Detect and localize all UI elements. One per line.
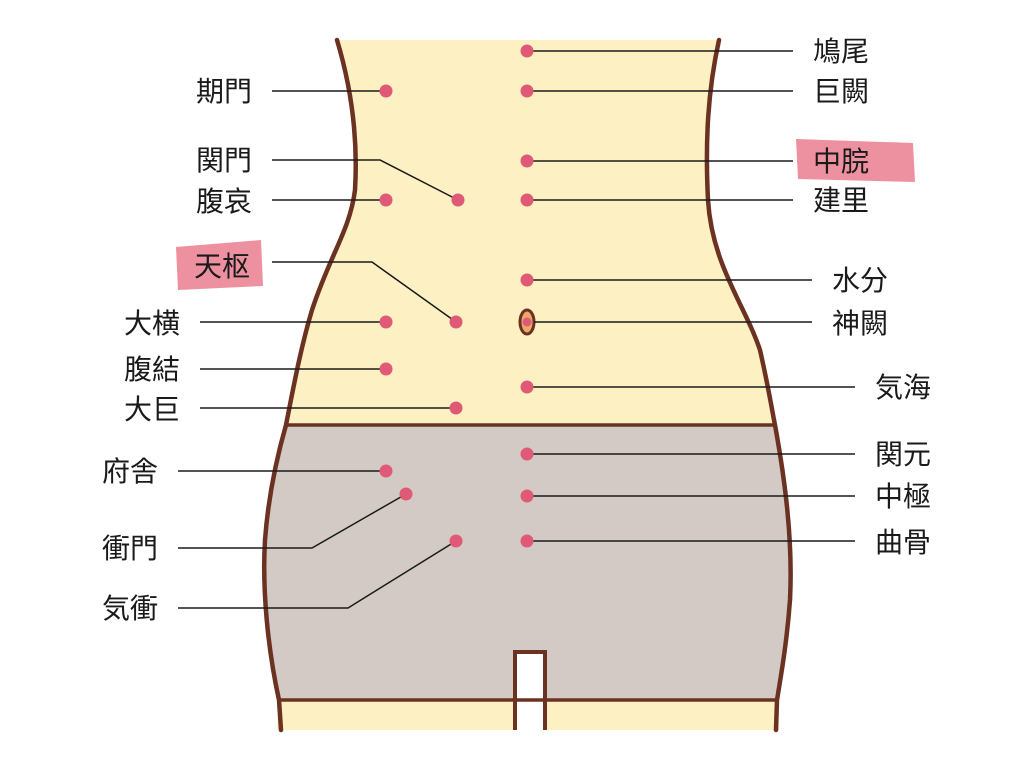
label-kyubi: 鳩尾 [813, 35, 869, 68]
acupoints [379, 44, 534, 548]
label-fukuai: 腹哀 [196, 185, 252, 218]
label-daiko: 大巨 [124, 393, 180, 426]
leader-kisho [178, 540, 457, 609]
label-suibun: 水分 [832, 264, 888, 297]
underwear [264, 425, 791, 700]
point-shinketsu [522, 317, 532, 327]
label-tensu: 天枢 [194, 250, 250, 283]
label-kikai: 気海 [875, 371, 931, 404]
point-kikai [520, 380, 534, 394]
torso-body [286, 40, 775, 425]
label-kanmon: 関門 [196, 144, 252, 177]
label-kenri: 建里 [813, 184, 869, 217]
point-chukan [520, 154, 534, 168]
point-fukuai [379, 193, 393, 207]
point-daiko [449, 401, 463, 415]
point-daio [379, 315, 393, 329]
label-kisho: 気衝 [102, 592, 158, 625]
leader-lines [178, 50, 855, 609]
point-kyubi [520, 44, 534, 58]
point-koketsu [520, 84, 534, 98]
label-kimon: 期門 [196, 75, 252, 108]
point-kangen [520, 447, 534, 461]
label-shinketsu: 神闕 [832, 307, 888, 340]
point-shomon [399, 487, 413, 501]
right-labels: 鳩尾 巨闕 中脘 建里 水分 神闕 気海 関元 中極 曲骨 [813, 35, 931, 559]
label-koketsu: 巨闕 [813, 75, 869, 108]
label-fukketsu: 腹結 [124, 353, 180, 386]
left-labels: 期門 関門 腹哀 天枢 大横 腹結 大巨 府舎 衝門 気衝 [102, 75, 252, 625]
label-fusha: 府舎 [102, 455, 158, 488]
label-kangen: 関元 [875, 438, 931, 471]
highlight-tensu [176, 240, 263, 290]
point-kimon [379, 84, 393, 98]
label-chukyoku: 中極 [875, 480, 931, 513]
label-kyokkotsu: 曲骨 [875, 526, 931, 559]
leader-kanmon [272, 159, 459, 201]
body-outline-left [261, 37, 358, 733]
label-chukan: 中脘 [813, 145, 869, 178]
body-outline-right [704, 37, 793, 733]
label-shomon: 衝門 [102, 532, 158, 565]
point-chukyoku [520, 489, 534, 503]
leader-shomon [178, 493, 407, 549]
point-suibun [520, 273, 534, 287]
point-fukketsu [379, 362, 393, 376]
point-kanmon [451, 193, 465, 207]
crotch-gap [513, 650, 547, 730]
point-kyokkotsu [520, 534, 534, 548]
leader-tensu [272, 261, 457, 323]
point-kenri [520, 193, 534, 207]
point-kisho [449, 534, 463, 548]
point-tensu [449, 315, 463, 329]
label-daio: 大横 [124, 307, 180, 340]
highlight-chukan [796, 139, 915, 182]
point-fusha [379, 464, 393, 478]
